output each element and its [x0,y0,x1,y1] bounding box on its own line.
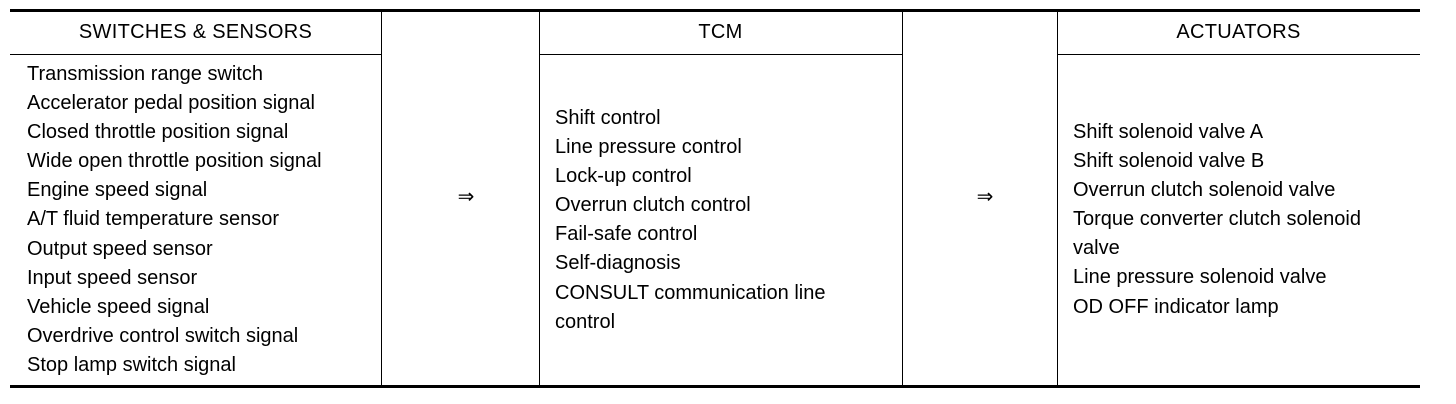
right-arrow-icon: ⇒ [457,186,475,208]
switches-sensors-header: SWITCHES & SENSORS [78,21,313,43]
list-item: Torque converter clutch solenoid [1073,208,1361,231]
list-item: OD OFF indicator lamp [1073,295,1279,318]
list-item: Engine speed signal [27,179,208,202]
header-divider [539,54,902,55]
list-item: Shift control [555,107,661,129]
actuators-list: Shift solenoid valve A Shift solenoid va… [1073,118,1361,322]
list-item: Lock-up control [555,165,692,188]
list-item: Closed throttle position signal [27,121,289,144]
list-item: Overrun clutch control [555,194,751,217]
column-divider [539,12,540,385]
list-item: Overrun clutch solenoid valve [1073,179,1336,202]
list-item: Input speed sensor [27,266,198,289]
list-item: Wide open throttle position signal [27,150,322,173]
list-item: Transmission range switch [27,63,264,85]
list-item: CONSULT communication line [555,281,826,304]
column-divider [902,12,903,385]
column-divider [381,12,382,385]
list-item: Shift solenoid valve A [1073,121,1264,143]
tcm-header: TCM [698,21,743,43]
list-item: Stop lamp switch signal [27,353,236,376]
right-arrow-icon: ⇒ [976,186,994,208]
actuators-header: ACTUATORS [1176,21,1301,43]
list-item: Self-diagnosis [555,252,681,275]
list-item: Overdrive control switch signal [27,324,299,347]
list-item: Shift solenoid valve B [1073,150,1265,173]
header-divider [10,54,381,55]
list-item: control [555,310,616,333]
list-item: Vehicle speed signal [27,295,210,318]
list-item: Output speed sensor [27,237,213,260]
header-divider [1057,54,1420,55]
switches-sensors-list: Transmission range switch Accelerator pe… [27,60,322,380]
list-item: Fail-safe control [555,223,698,246]
list-item: A/T fluid temperature sensor [27,208,279,231]
tcm-functions-list: Shift control Line pressure control Lock… [555,104,825,337]
column-divider [1057,12,1058,385]
list-item: Line pressure control [555,136,742,159]
list-item: Accelerator pedal position signal [27,92,315,115]
control-system-table: SWITCHES & SENSORS TCM ACTUATORS Transmi… [10,9,1420,388]
list-item: valve [1073,237,1120,260]
list-item: Line pressure solenoid valve [1073,266,1327,289]
